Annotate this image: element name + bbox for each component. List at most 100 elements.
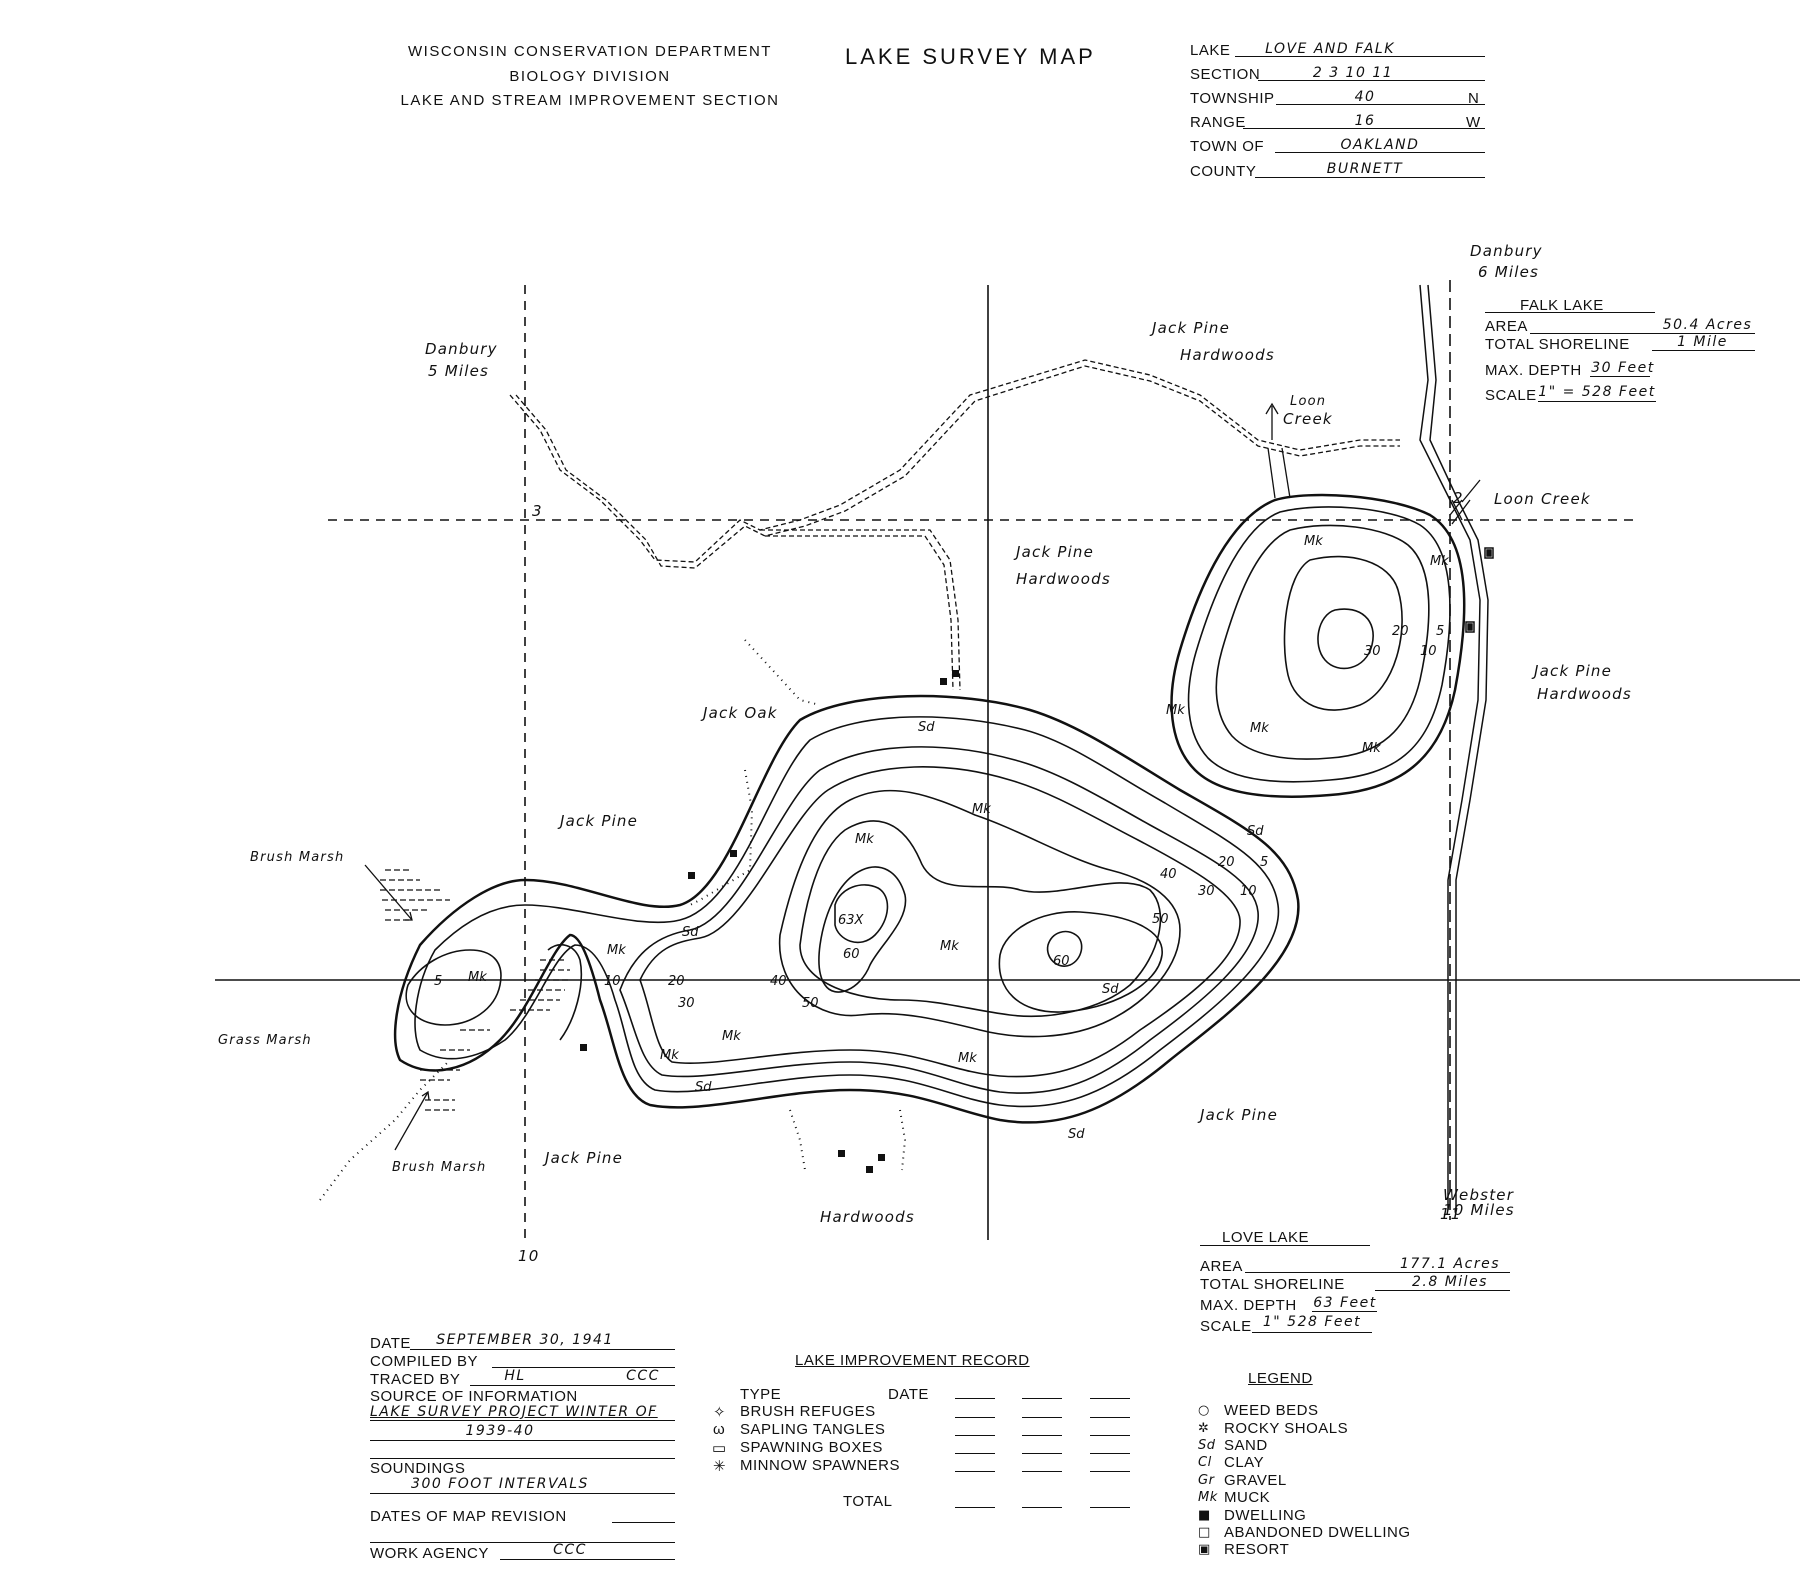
date-label: DATE (370, 1335, 411, 1352)
danbury-label: Danbury (425, 340, 498, 358)
legend-item: ○ WEED BEDS (1198, 1402, 1498, 1419)
depth-63: 63X (838, 913, 865, 928)
legend-label: DWELLING (1224, 1506, 1307, 1524)
date-header: DATE (888, 1386, 929, 1403)
township-direction: N (1468, 90, 1480, 107)
mk-label: Mk (607, 943, 626, 958)
falk-lake-name: FALK LAKE (1520, 297, 1604, 314)
legend-label: GRAVEL (1224, 1471, 1287, 1489)
section-2-label: 2 (1453, 489, 1464, 507)
mk-label: Mk (1166, 703, 1185, 718)
mk-label: Mk (855, 832, 874, 847)
danbury-east-label: Danbury (1470, 242, 1543, 260)
depth-10: 10 (604, 974, 621, 989)
legend-item: ■ DWELLING (1198, 1506, 1498, 1524)
jack-pine-label-west: Jack Pine (557, 812, 638, 830)
depth-60: 60 (1053, 954, 1070, 969)
legend-symbol: ○ (1198, 1403, 1210, 1419)
love-lake-name: LOVE LAKE (1222, 1229, 1310, 1246)
falk-area-label: AREA (1485, 318, 1528, 335)
section-lines (215, 280, 1800, 1240)
resorts (1465, 547, 1494, 633)
sd-label: Sd (1068, 1127, 1085, 1142)
legend-symbol: ✲ (1198, 1420, 1210, 1436)
improvement-item-spawning-boxes: SPAWNING BOXES (740, 1439, 883, 1456)
legend-label: ROCKY SHOALS (1224, 1419, 1349, 1437)
township-label: TOWNSHIP (1190, 90, 1275, 107)
depth-50: 50 (802, 996, 819, 1011)
depth-40: 40 (1160, 867, 1177, 882)
township-value: 40 (1354, 89, 1376, 105)
section-11-label: 11 (1440, 1205, 1462, 1223)
depth-labels: Mk Mk Mk Mk Mk 20 5 30 10 Sd Mk Mk Sd 20… (434, 534, 1449, 1142)
source-value-2: 1939-40 (465, 1423, 535, 1439)
source-label: SOURCE OF INFORMATION (370, 1388, 578, 1405)
source-value-1: LAKE SURVEY PROJECT WINTER OF (370, 1404, 658, 1420)
dept-line-3: LAKE AND STREAM IMPROVEMENT SECTION (400, 92, 780, 109)
danbury-east-distance: 6 Miles (1478, 263, 1539, 281)
range-direction: W (1466, 114, 1481, 131)
mk-label: Mk (1430, 554, 1449, 569)
depth-20: 20 (1392, 624, 1409, 639)
falk-lake (1170, 493, 1466, 798)
grass-marsh-label: Grass Marsh (218, 1033, 312, 1048)
depth-5: 5 (1436, 624, 1444, 639)
legend-label: CLAY (1224, 1454, 1265, 1472)
love-area-label: AREA (1200, 1258, 1243, 1275)
map-title: LAKE SURVEY MAP (845, 44, 1096, 69)
falk-scale-label: SCALE (1485, 387, 1537, 404)
section-3-label: 3 (532, 502, 543, 520)
mk-label: Mk (972, 802, 991, 817)
section-10-label: 10 (518, 1247, 540, 1265)
legend-label: WEED BEDS (1224, 1402, 1319, 1420)
traced-agency: CCC (626, 1368, 660, 1384)
depth-20: 20 (668, 974, 685, 989)
loon-creek-north-label: Loon (1290, 394, 1326, 409)
traced-value: HL (504, 1368, 526, 1384)
town-label: TOWN OF (1190, 138, 1265, 155)
loon-creek (1265, 402, 1471, 525)
sd-label: Sd (1247, 824, 1264, 839)
depth-20: 20 (1218, 855, 1235, 870)
dwellings (580, 670, 959, 1173)
falk-shoreline-value: 1 Mile (1677, 334, 1728, 350)
mk-label: Mk (1362, 741, 1381, 756)
falk-shoreline-label: TOTAL SHORELINE (1485, 336, 1630, 353)
legend-symbol: Mk (1198, 1490, 1218, 1506)
legend-symbol: ■ (1198, 1507, 1211, 1523)
love-shoreline-label: TOTAL SHORELINE (1200, 1276, 1345, 1293)
legend-item: □ABANDONED DWELLING (1198, 1524, 1498, 1541)
sd-label: Sd (682, 925, 699, 940)
section-label: SECTION (1190, 66, 1261, 83)
work-agency-label: WORK AGENCY (370, 1545, 489, 1562)
revision-label: DATES OF MAP REVISION (370, 1508, 567, 1525)
hardwoods-label-north: Hardwoods (1180, 346, 1275, 364)
webster-distance: 10 Miles (1443, 1201, 1515, 1219)
legend-label: MUCK (1224, 1489, 1271, 1507)
hardwoods-label-center: Hardwoods (1016, 570, 1111, 588)
depth-5: 5 (434, 974, 442, 989)
depth-5: 5 (1260, 855, 1268, 870)
sd-label: Sd (1102, 982, 1119, 997)
jack-oak-label: Jack Oak (700, 704, 778, 722)
date-value: SEPTEMBER 30, 1941 (436, 1332, 614, 1348)
loon-creek-east-label: Loon Creek (1494, 490, 1591, 508)
depth-30: 30 (1364, 644, 1381, 659)
falk-depth-value: 30 Feet (1591, 360, 1655, 376)
love-lake (393, 694, 1300, 1124)
work-agency-value: CCC (553, 1542, 587, 1558)
depth-30: 30 (678, 996, 695, 1011)
legend-title: LEGEND (1248, 1370, 1313, 1387)
range-label: RANGE (1190, 114, 1246, 131)
love-depth-value: 63 Feet (1313, 1295, 1377, 1311)
marsh-boundaries (319, 639, 907, 1201)
improvement-item-sapling-tangles: SAPLING TANGLES (740, 1421, 886, 1438)
county-label: COUNTY (1190, 163, 1257, 180)
highway (1419, 284, 1489, 1210)
mk-label: Mk (468, 970, 487, 985)
soundings-value: 300 FOOT INTERVALS (411, 1476, 589, 1492)
mk-label: Mk (1304, 534, 1323, 549)
lake-label: LAKE (1190, 42, 1231, 59)
